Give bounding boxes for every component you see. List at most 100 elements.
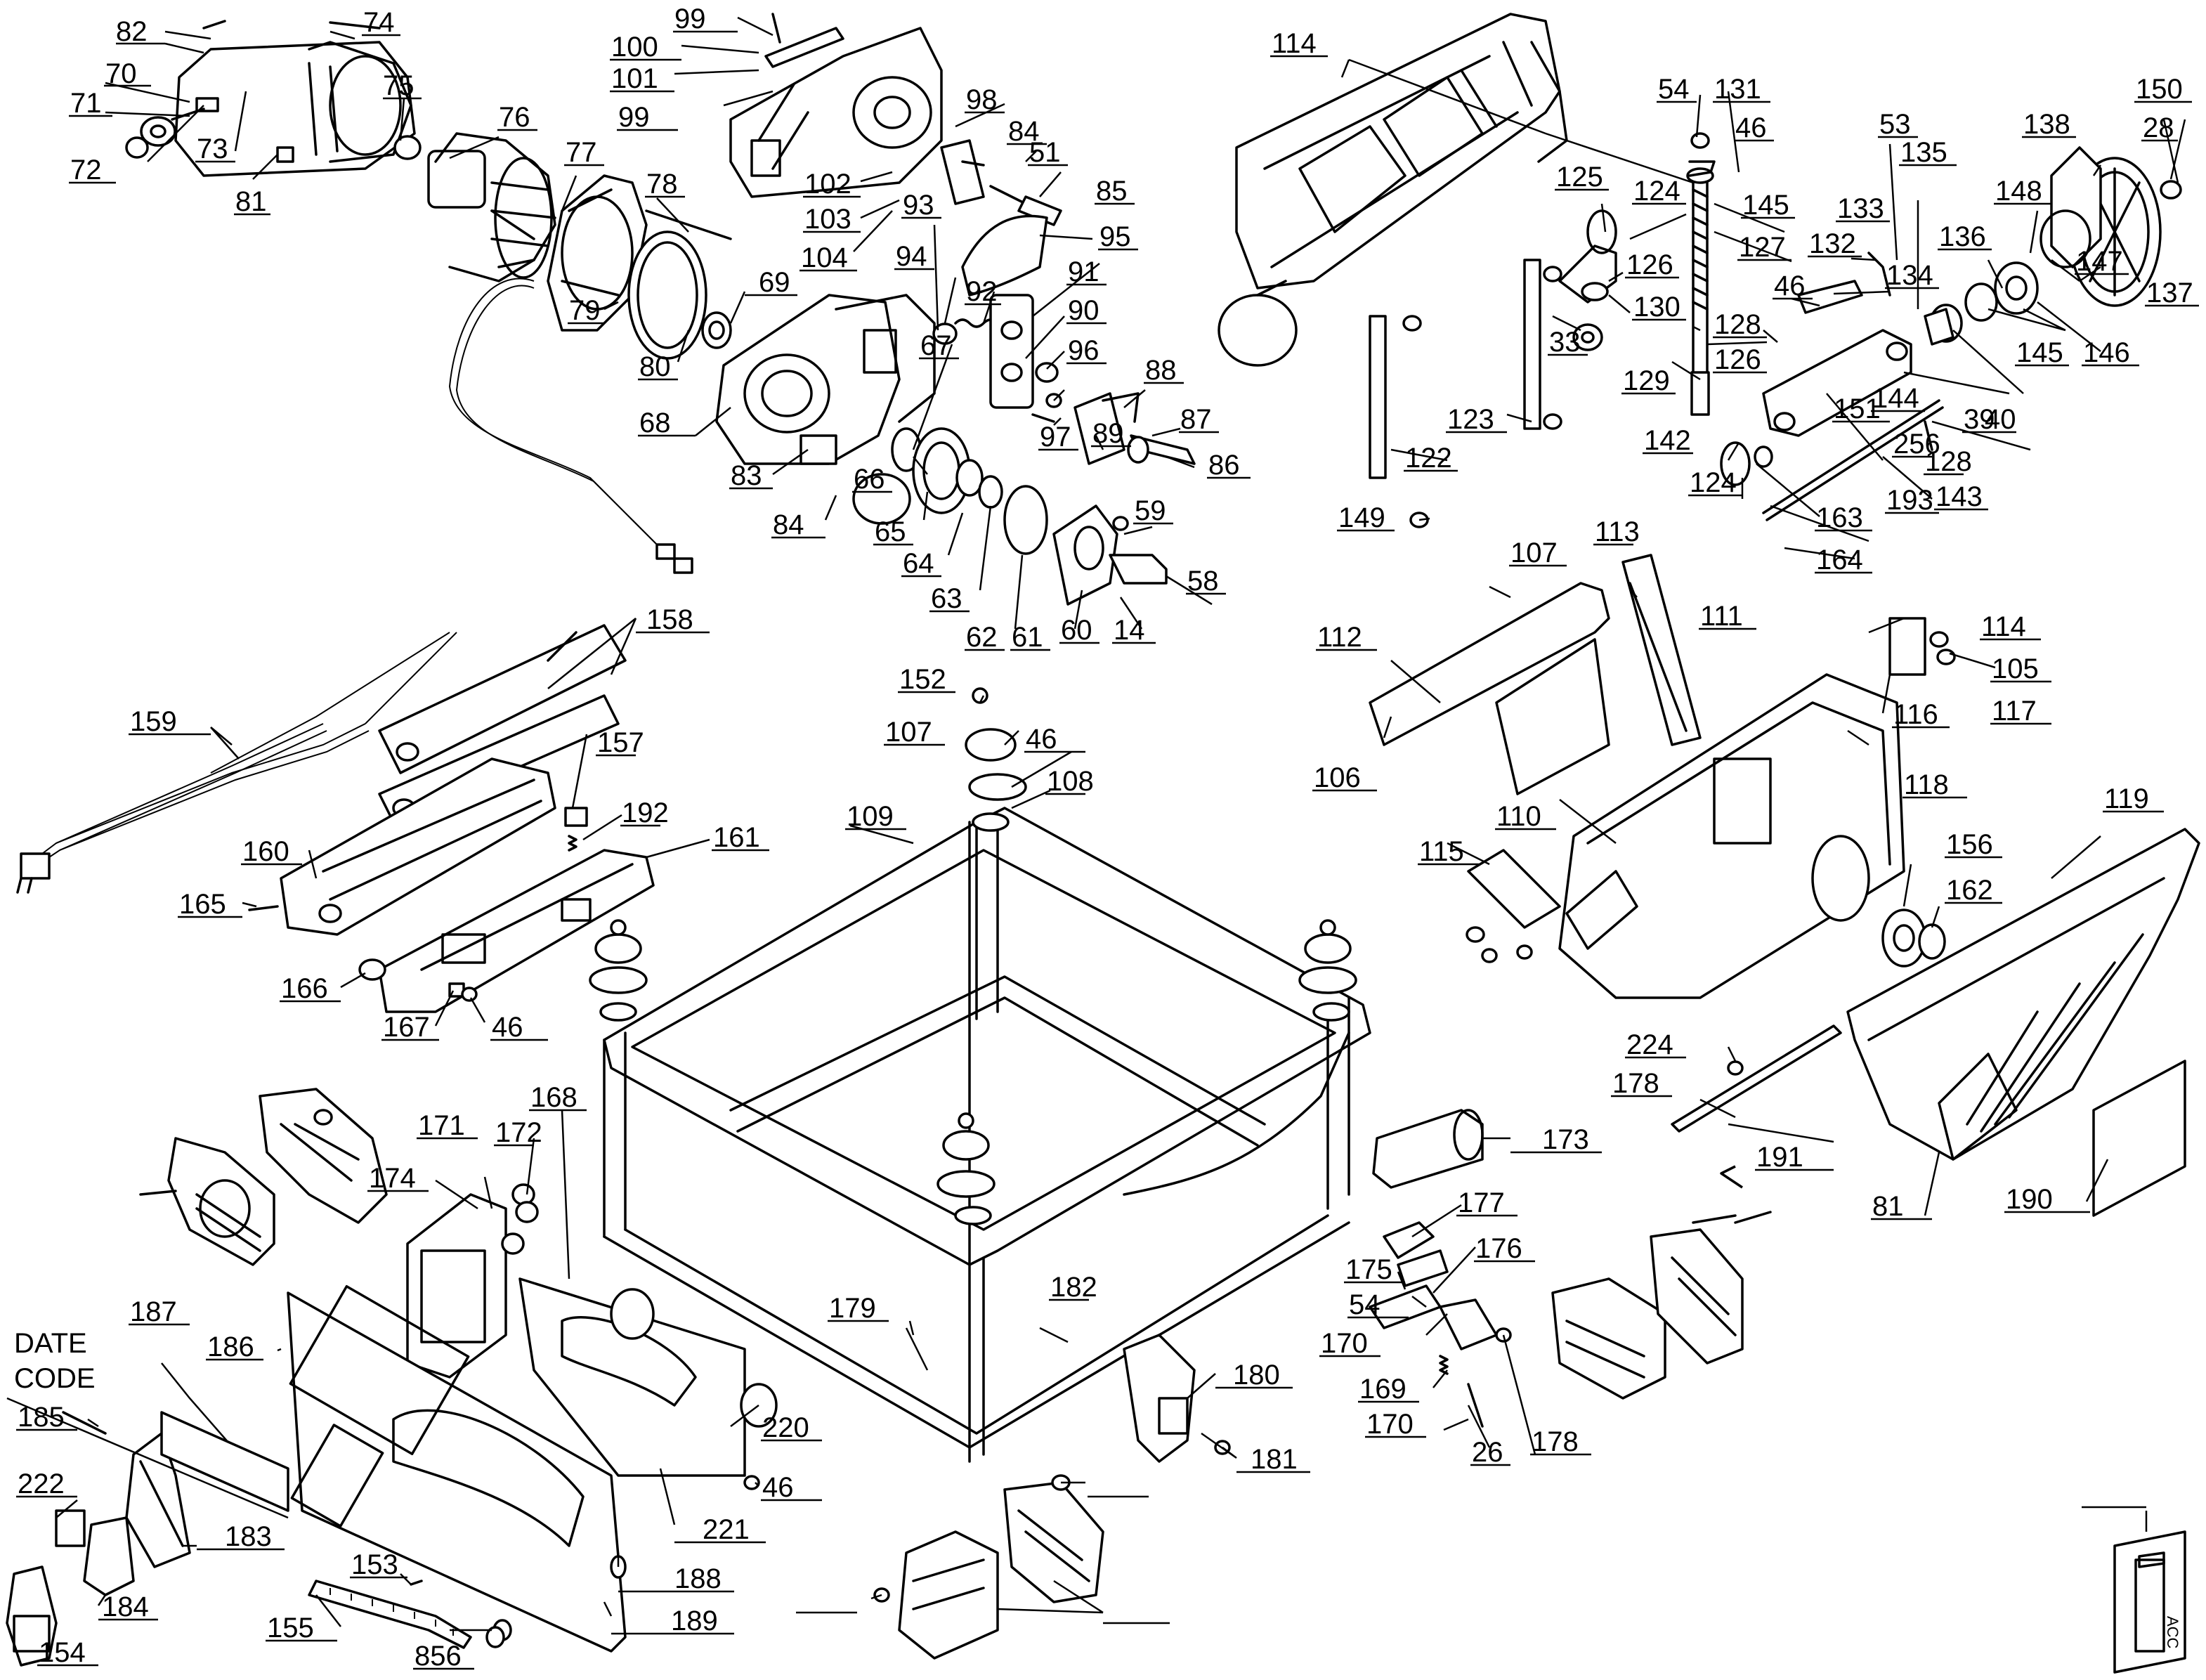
callout: 168 (530, 1082, 577, 1113)
callout: 128 (1714, 309, 1761, 340)
callout: 167 (383, 1012, 430, 1043)
callout: 76 (499, 102, 530, 133)
callout: 63 (931, 583, 962, 614)
callout: 150 (2136, 74, 2183, 105)
callout: 153 (351, 1549, 398, 1580)
callout: 59 (1135, 495, 1166, 526)
callout: 144 (1872, 383, 1919, 414)
callout: 91 (1068, 256, 1099, 287)
callout: 143 (1936, 481, 1983, 512)
callout-group-stand-front: 168 171 172 174 173 177 175 176 54 170 1… (367, 1082, 1602, 1475)
callout: 64 (903, 548, 934, 579)
callout: 170 (1366, 1409, 1414, 1440)
callout: 176 (1475, 1233, 1522, 1264)
callout: 158 (646, 604, 693, 635)
callout: 68 (639, 408, 671, 438)
callout: 124 (1690, 467, 1737, 498)
callout: 128 (1925, 446, 1972, 477)
callout: 99 (618, 102, 650, 133)
callout: 151 (1834, 393, 1881, 424)
side-panel-182 (518, 1277, 778, 1490)
callout-group-motor: 82 74 70 71 72 73 81 75 76 77 78 79 80 (69, 7, 825, 540)
callout: 97 (1040, 422, 1071, 452)
power-cord (16, 632, 457, 894)
strip-plates (1671, 1024, 1842, 1224)
callout: 84 (773, 509, 804, 540)
callout: 72 (70, 155, 102, 185)
label-224 (2092, 1060, 2186, 1217)
callout: 87 (1180, 404, 1212, 435)
callout: 81 (235, 186, 267, 217)
callout: 173 (1542, 1124, 1589, 1155)
callout: 60 (1061, 615, 1092, 646)
callout: 65 (875, 516, 906, 547)
callout: 126 (1626, 249, 1673, 280)
callout: 130 (1633, 292, 1680, 323)
shield-85 (961, 214, 1048, 297)
callout: 181 (1251, 1444, 1298, 1475)
callout: 33 (1549, 327, 1581, 358)
callout: 125 (1556, 162, 1603, 193)
callout: 191 (1756, 1142, 1803, 1173)
callout: 105 (1992, 653, 2039, 684)
callout: 169 (1359, 1374, 1407, 1405)
callout: 190 (2006, 1184, 2053, 1215)
callout: 127 (1739, 232, 1786, 263)
callout: 145 (1742, 190, 1789, 221)
motor-leads (448, 278, 661, 549)
callout: 135 (1900, 137, 1947, 168)
callout: 14 (1114, 615, 1145, 646)
callout: 90 (1068, 295, 1099, 326)
switch-assembly (6, 1411, 191, 1667)
height-bracket (1762, 252, 1944, 521)
callout: 110 (1496, 801, 1541, 832)
callout: 117 (1992, 696, 2037, 727)
scale-strip (308, 1580, 505, 1649)
feet-right (1123, 1214, 1744, 1463)
callout: 145 (2016, 337, 2063, 368)
callout: 170 (1321, 1328, 1368, 1359)
gear-case-upper (729, 13, 943, 198)
callout: 39 (1964, 404, 1995, 435)
callout: 122 (1405, 443, 1452, 474)
dust-chute (1846, 828, 2200, 1161)
callout-group-trunnion-lower: 107 113 112 111 106 110 114 105 116 117 … (1312, 516, 2164, 1222)
callout: 155 (267, 1613, 314, 1643)
callout: 123 (1447, 404, 1494, 435)
callout: 70 (105, 58, 137, 89)
callout-group-gears: 67 66 65 64 63 62 61 60 14 58 59 88 87 (852, 330, 1251, 653)
callout: 83 (731, 460, 762, 491)
callout: 182 (1050, 1272, 1097, 1303)
callout: 119 (2104, 783, 2149, 814)
callout: 156 (1946, 829, 1993, 860)
feet (589, 687, 1357, 1198)
callout: 103 (804, 204, 851, 235)
callout: 132 (1809, 228, 1856, 259)
callout: 221 (703, 1514, 750, 1545)
lead-screw (1686, 132, 1716, 416)
callout: 129 (1623, 365, 1670, 396)
callout: 46 (1026, 724, 1057, 755)
callout: 74 (363, 7, 395, 38)
gear-train (852, 427, 1168, 606)
bevel-gears (1558, 209, 1773, 486)
callout: 146 (2083, 337, 2130, 368)
armature (393, 132, 556, 282)
part-drawings (6, 13, 2200, 1674)
callout: 164 (1816, 545, 1863, 575)
callout: 184 (102, 1591, 149, 1622)
callout: 98 (966, 84, 998, 115)
callout: 138 (2023, 109, 2070, 140)
callout: 100 (611, 32, 658, 63)
callout: 101 (611, 63, 658, 94)
field-assembly (547, 174, 648, 332)
callout: 99 (674, 4, 706, 34)
callout: 192 (622, 797, 669, 828)
callout-labels: 82 74 70 71 72 73 81 75 76 77 78 79 80 (14, 4, 2199, 1672)
callout: 88 (1145, 355, 1177, 386)
fence-rail-159 (378, 849, 655, 1013)
callout: 166 (281, 973, 328, 1004)
callout: 92 (966, 276, 998, 307)
callout: 115 (1419, 836, 1464, 867)
callout: 106 (1314, 762, 1361, 793)
